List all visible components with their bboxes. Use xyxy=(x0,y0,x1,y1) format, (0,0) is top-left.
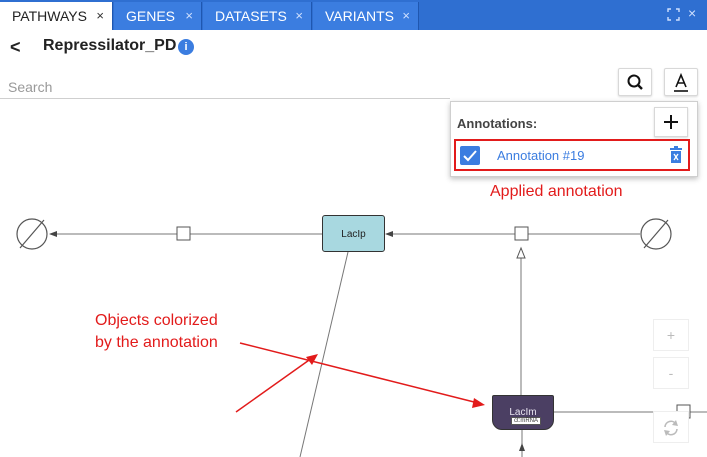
tab-bar: PATHWAYS × GENES × DATASETS × VARIANTS ×… xyxy=(0,0,707,30)
search-input[interactable] xyxy=(6,76,450,98)
divider xyxy=(0,98,450,99)
annotation-item[interactable]: Annotation #19 xyxy=(454,139,690,171)
annotation-label[interactable]: Annotation #19 xyxy=(497,148,585,163)
text-annotation-icon xyxy=(674,72,688,92)
callout-applied-annotation: Applied annotation xyxy=(490,183,623,200)
add-annotation-button[interactable] xyxy=(654,107,688,137)
node-label: LacIm xyxy=(509,407,537,418)
node-label: LacIp xyxy=(341,229,366,240)
tab-pathways[interactable]: PATHWAYS × xyxy=(0,2,113,30)
check-icon xyxy=(463,150,477,162)
refresh-icon xyxy=(664,420,678,436)
process-node[interactable] xyxy=(176,226,191,241)
checkbox[interactable] xyxy=(460,146,480,165)
info-icon[interactable]: i xyxy=(178,39,194,55)
expand-icon[interactable] xyxy=(667,8,680,21)
process-node[interactable] xyxy=(514,226,529,241)
tab-datasets[interactable]: DATASETS × xyxy=(203,2,312,30)
tab-label: VARIANTS xyxy=(325,8,394,24)
search-button[interactable] xyxy=(618,68,652,96)
close-icon[interactable]: × xyxy=(185,8,193,23)
tab-genes[interactable]: GENES × xyxy=(114,2,202,30)
degradation-symbol[interactable] xyxy=(640,218,672,250)
tab-label: DATASETS xyxy=(215,8,287,24)
text-annotation-button[interactable] xyxy=(664,68,698,96)
tab-label: PATHWAYS xyxy=(12,8,87,24)
back-button[interactable]: < xyxy=(10,37,21,57)
close-icon[interactable]: × xyxy=(402,8,410,23)
close-icon[interactable]: × xyxy=(295,8,303,23)
plus-icon xyxy=(664,115,678,129)
degradation-symbol[interactable] xyxy=(16,218,48,250)
zoom-out-button[interactable]: - xyxy=(653,357,689,389)
reset-view-button[interactable] xyxy=(653,411,689,443)
annotations-title: Annotations: xyxy=(457,116,538,131)
close-icon[interactable]: × xyxy=(96,8,104,23)
page-title: Repressilator_PD xyxy=(43,37,177,54)
zoom-in-button[interactable]: + xyxy=(653,319,689,351)
trash-icon[interactable] xyxy=(669,146,683,164)
close-icon[interactable]: × xyxy=(688,5,697,21)
search-icon xyxy=(627,74,643,90)
species-node-laclm[interactable]: LacIm ct:mRNA xyxy=(492,395,554,430)
callout-objects-line2: by the annotation xyxy=(95,334,218,351)
node-sublabel: ct:mRNA xyxy=(511,417,541,425)
callout-objects-line1: Objects colorized xyxy=(95,312,218,329)
annotations-panel: Annotations: Annotation #19 xyxy=(450,101,698,177)
tab-variants[interactable]: VARIANTS × xyxy=(313,2,419,30)
species-node-laclp[interactable]: LacIp xyxy=(322,215,385,252)
tab-label: GENES xyxy=(126,8,176,24)
